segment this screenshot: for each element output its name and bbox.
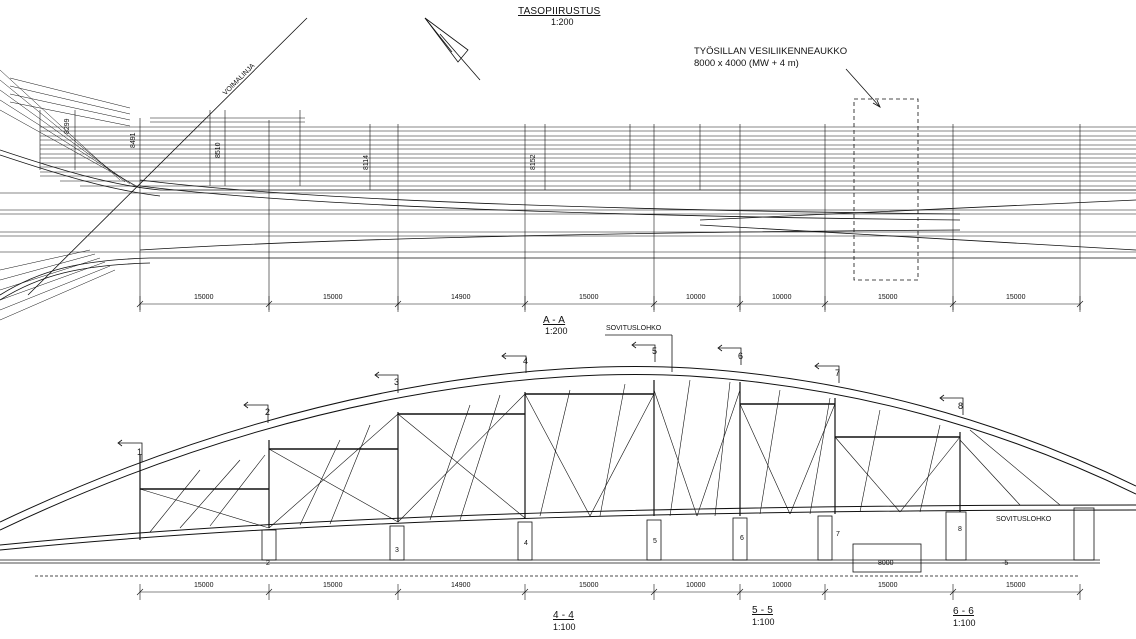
- elevation-dimension: 10000: [772, 582, 792, 589]
- opening-leader-arrow: [872, 99, 881, 108]
- fitting-label-left: SOVITUSLOHKO: [606, 325, 662, 332]
- opening-width-label: 8000: [878, 560, 894, 567]
- plan-dimension: 15000: [1006, 294, 1026, 301]
- elevation-dimension: 10000: [686, 582, 706, 589]
- width-label: 8152: [530, 154, 537, 170]
- plan-dimension: 15000: [878, 294, 898, 301]
- plan-dimension: 10000: [772, 294, 792, 301]
- elevation-dimension: 15000: [579, 582, 599, 589]
- plan-scale: 1:200: [551, 17, 574, 27]
- section-mark: 2: [265, 407, 271, 417]
- elevation-scale: 1:200: [545, 326, 568, 336]
- elevation-dimension: 15000: [194, 582, 214, 589]
- section-mark: 7: [835, 368, 841, 378]
- plan-title: TASOPIIRUSTUS: [518, 6, 601, 17]
- section-mark: 1: [137, 447, 143, 457]
- section-title: 5 - 5: [752, 605, 774, 616]
- section-mark: 4: [523, 356, 529, 366]
- elevation-horizontals: [140, 393, 960, 490]
- elevation-dimension: 15000: [323, 582, 343, 589]
- elevation-dimension: 15000: [1006, 582, 1026, 589]
- north-arrow-icon: [424, 17, 481, 81]
- support-mark: 4: [524, 540, 528, 547]
- section-cut-markers: [117, 341, 964, 462]
- support-mark: 3: [395, 547, 399, 554]
- section-mark: 6: [738, 351, 744, 361]
- plan-dimension: 10000: [686, 294, 706, 301]
- plan-deck-lines: [0, 117, 1136, 253]
- plan-dimension: 15000: [194, 294, 214, 301]
- plan-transverse-lines: [39, 110, 1081, 310]
- width-label: 8114: [363, 154, 370, 170]
- support-mark: 8: [958, 526, 962, 533]
- support-mark: 6: [740, 535, 744, 542]
- section-mark: 3: [394, 377, 400, 387]
- opening-title: TYÖSILLAN VESILIIKENNEAUKKO: [694, 46, 848, 57]
- section-title: 4 - 4: [553, 610, 575, 621]
- plan-dimension: 15000: [579, 294, 599, 301]
- plan-dimension: 14900: [451, 294, 471, 301]
- opening-size: 8000 x 4000 (MW + 4 m): [694, 58, 799, 69]
- section-title: 6 - 6: [953, 606, 975, 617]
- elevation-dimension: 15000: [878, 582, 898, 589]
- powerline: [27, 17, 308, 296]
- plan-dimension: 15000: [323, 294, 343, 301]
- section-mark: 5: [652, 346, 658, 356]
- fitting-label-right: SOVITUSLOHKO: [996, 516, 1052, 523]
- section-mark: 8: [958, 401, 964, 411]
- support-mark: 7: [836, 531, 840, 538]
- plan-road-edges: [0, 149, 1136, 301]
- support-mark: 5: [653, 538, 657, 545]
- elevation-supports: [0, 507, 1100, 564]
- opening-leader: [845, 68, 881, 108]
- support-mark: 2: [266, 560, 270, 567]
- level-mark: -5: [1002, 560, 1009, 567]
- section-scale: 1:100: [752, 617, 775, 627]
- elevation-dimension: 14900: [451, 582, 471, 589]
- elevation-bracing: [139, 379, 1061, 533]
- elevation-arch: [0, 365, 1136, 551]
- width-label: 8510: [215, 142, 222, 158]
- elevation-verticals: [139, 380, 961, 540]
- section-scale: 1:100: [553, 622, 576, 632]
- waterway-opening-box: [853, 98, 919, 281]
- elevation-title: A - A: [543, 315, 566, 326]
- width-label: 8299: [64, 118, 71, 134]
- section-scale: 1:100: [953, 618, 976, 628]
- elevation-opening-box: [852, 543, 922, 573]
- width-label: 8491: [130, 132, 137, 148]
- plan-left-fan: [0, 69, 141, 321]
